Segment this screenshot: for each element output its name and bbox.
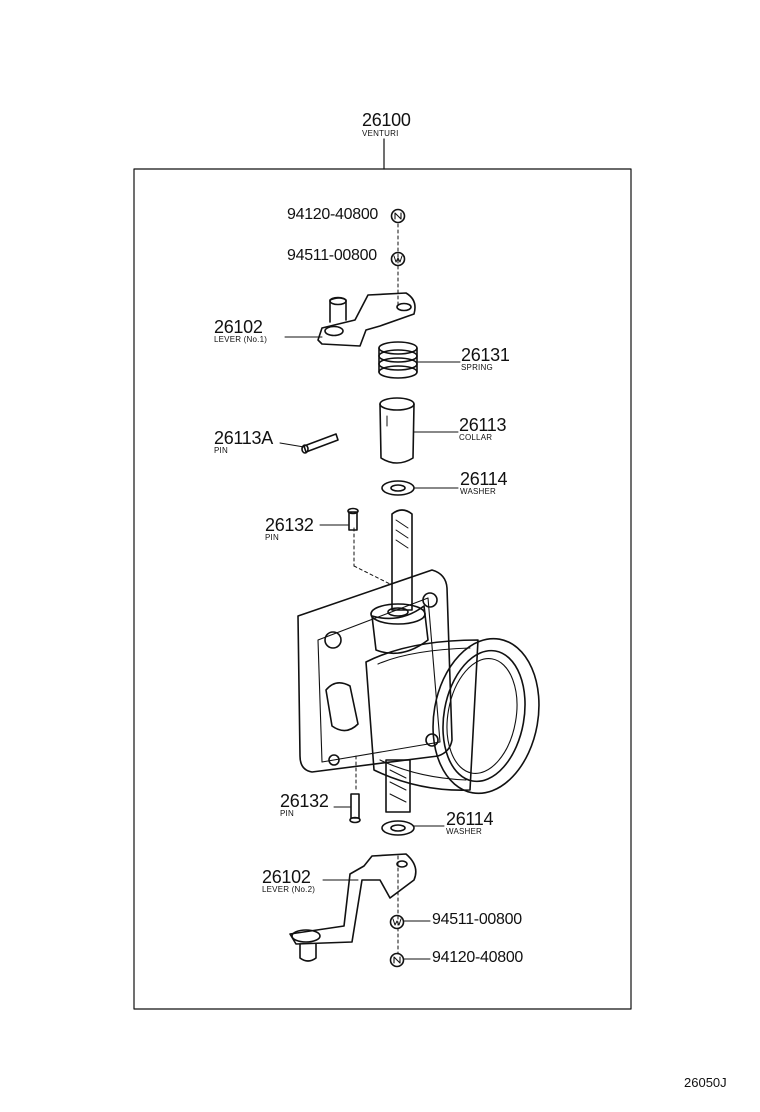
washer-lower-part xyxy=(381,820,415,836)
part-number: 26132 xyxy=(280,791,329,811)
pin-lower-part xyxy=(349,793,361,824)
part-number: 26114 xyxy=(460,469,508,489)
callout-lever-no1: 26102 LEVER (No.1) xyxy=(214,318,267,344)
washer-bottom-part xyxy=(389,914,405,930)
pin-upper-part xyxy=(347,507,359,531)
center-axis xyxy=(353,223,399,955)
assembly-callout: 26100 VENTURI xyxy=(362,111,411,138)
callout-nut-bottom: 94120-40800 xyxy=(432,949,524,966)
part-number: 26132 xyxy=(265,515,314,535)
part-number: 26113 xyxy=(459,415,507,435)
nut-top-part xyxy=(390,208,406,224)
washer-upper-part xyxy=(381,480,415,496)
part-number: 26131 xyxy=(461,345,510,365)
part-name: LEVER (No.2) xyxy=(262,885,316,894)
leader-lines xyxy=(279,336,461,960)
callout-pin-a: 26113A PIN xyxy=(214,429,273,455)
assembly-number: 26100 xyxy=(362,110,411,130)
part-number: 26113A xyxy=(214,428,273,448)
throttle-shaft-part xyxy=(385,509,413,813)
nut-bottom-part xyxy=(389,952,405,968)
callout-washer-lower: 26114 WASHER xyxy=(446,809,494,836)
part-number: 26114 xyxy=(446,809,494,829)
lever-no1-part xyxy=(317,292,416,347)
part-name: COLLAR xyxy=(459,433,493,442)
callout-pin-upper: 26132 PIN xyxy=(265,516,314,542)
pin-a-part xyxy=(301,433,339,454)
lever-no2-part xyxy=(289,853,417,962)
part-name: LEVER (No.1) xyxy=(214,335,268,344)
part-name: WASHER xyxy=(446,827,483,836)
callout-spring: 26131 SPRING xyxy=(461,346,510,372)
callout-collar: 26113 COLLAR xyxy=(459,415,507,442)
part-name: PIN xyxy=(214,446,228,455)
washer-top-part xyxy=(390,251,406,267)
throttle-body-part xyxy=(297,569,540,795)
callout-washer-top: 94511-00800 xyxy=(287,247,377,264)
collar-part xyxy=(379,397,415,464)
callout-lever-no2: 26102 LEVER (No.2) xyxy=(262,868,315,894)
part-name: PIN xyxy=(265,533,279,542)
assembly-frame xyxy=(133,168,632,1010)
part-name: SPRING xyxy=(461,363,493,372)
part-name: PIN xyxy=(280,809,294,818)
callout-nut-top: 94120-40800 xyxy=(287,206,379,223)
spring-part xyxy=(378,341,418,379)
callout-washer-bottom: 94511-00800 xyxy=(432,911,522,928)
part-name: WASHER xyxy=(460,487,497,496)
callout-washer-upper: 26114 WASHER xyxy=(460,469,508,496)
figure-code: 26050J xyxy=(684,1075,727,1090)
assembly-name: VENTURI xyxy=(362,129,399,138)
part-number: 26102 xyxy=(214,317,263,337)
part-number: 26102 xyxy=(262,867,311,887)
callout-pin-lower: 26132 PIN xyxy=(280,792,329,818)
